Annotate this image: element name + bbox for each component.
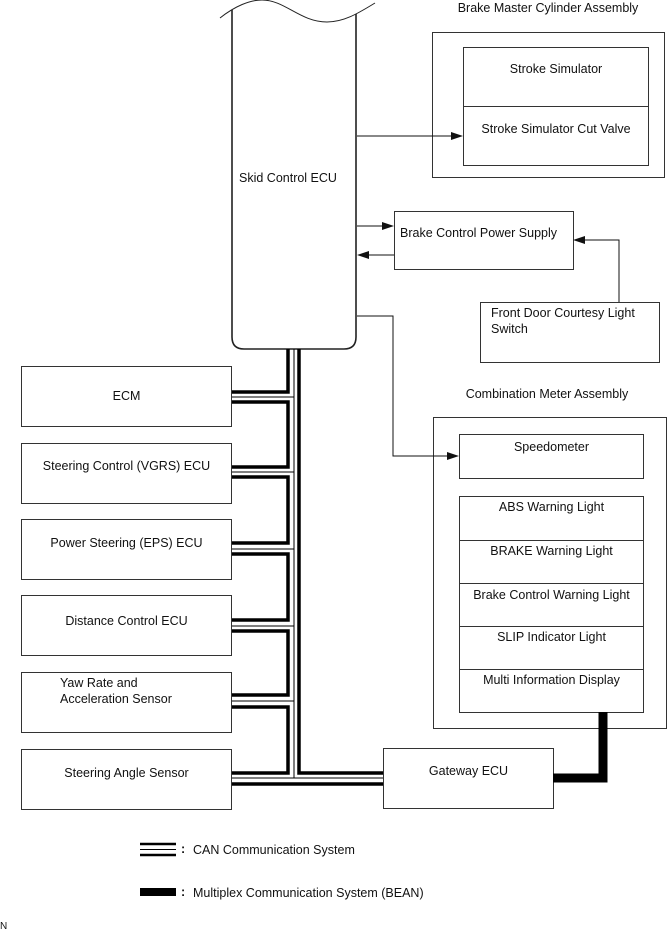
brake-control-warning-light-label: Brake Control Warning Light xyxy=(473,588,630,602)
gateway-ecu[interactable]: Gateway ECU xyxy=(383,748,554,809)
can-loop-distance-to-yaw xyxy=(232,629,290,697)
can-loop-ecm-to-vgrs xyxy=(232,400,290,469)
steering-angle-sensor[interactable]: Steering Angle Sensor xyxy=(21,749,232,810)
ecm-label: ECM xyxy=(112,389,141,403)
can-loop-vgrs-to-eps xyxy=(232,475,290,545)
stroke-simulator-label: Stroke Simulator xyxy=(509,62,603,76)
legend-multiplex-symbol xyxy=(140,888,176,896)
abs-warning-light[interactable]: ABS Warning Light xyxy=(460,497,643,541)
skid-control-ecu-break-line xyxy=(219,0,376,23)
brake-warning-light[interactable]: BRAKE Warning Light xyxy=(460,541,643,584)
arrowhead-left-icon xyxy=(357,251,369,259)
signal-line-door-switch-to-power-supply xyxy=(581,239,620,302)
steering-control-vgrs-ecu[interactable]: Steering Control (VGRS) ECU xyxy=(21,443,232,504)
legend-can-separator: : xyxy=(181,842,186,856)
can-loop-ecu-to-ecm xyxy=(232,349,290,394)
slip-indicator-light[interactable]: SLIP Indicator Light xyxy=(460,627,643,670)
power-steering-eps-ecu[interactable]: Power Steering (EPS) ECU xyxy=(21,519,232,580)
stroke-simulator[interactable]: Stroke Simulator xyxy=(464,48,648,107)
brake-control-warning-light[interactable]: Brake Control Warning Light xyxy=(460,584,643,627)
arrowhead-left-icon xyxy=(573,236,585,244)
distance-control-ecu-label: Distance Control ECU xyxy=(65,614,188,628)
stroke-simulator-cut-valve[interactable]: Stroke Simulator Cut Valve xyxy=(464,107,648,164)
brake-master-cylinder-inner: Stroke Simulator Stroke Simulator Cut Va… xyxy=(463,47,649,166)
speedometer[interactable]: Speedometer xyxy=(459,434,644,479)
front-door-switch-label-line1: Front Door Courtesy Light xyxy=(491,306,635,320)
indicator-stack: ABS Warning Light BRAKE Warning Light Br… xyxy=(459,496,644,713)
yaw-rate-acceleration-sensor[interactable]: Yaw Rate and Acceleration Sensor xyxy=(21,672,232,733)
footer-code: N xyxy=(0,921,8,932)
legend-can-label: CAN Communication System xyxy=(193,843,355,857)
speedometer-label: Speedometer xyxy=(513,440,590,454)
legend-can-symbol xyxy=(140,842,176,857)
distance-control-ecu[interactable]: Distance Control ECU xyxy=(21,595,232,656)
legend-multiplex-label: Multiplex Communication System (BEAN) xyxy=(193,886,424,900)
brake-control-power-supply[interactable]: Brake Control Power Supply xyxy=(394,211,574,270)
abs-warning-light-label: ABS Warning Light xyxy=(498,500,605,514)
can-loop-yaw-to-steering-angle xyxy=(232,705,290,775)
yaw-rate-sensor-label-line1: Yaw Rate and xyxy=(60,676,138,690)
steering-angle-sensor-label: Steering Angle Sensor xyxy=(64,766,189,780)
gateway-ecu-label: Gateway ECU xyxy=(428,764,509,778)
front-door-courtesy-light-switch[interactable]: Front Door Courtesy Light Switch xyxy=(480,302,660,363)
multi-information-display-label: Multi Information Display xyxy=(483,673,620,687)
steering-control-vgrs-ecu-label: Steering Control (VGRS) ECU xyxy=(42,459,211,473)
can-bus-trunk-right xyxy=(297,349,383,775)
arrowhead-right-icon xyxy=(382,222,394,230)
power-steering-eps-ecu-label: Power Steering (EPS) ECU xyxy=(50,536,203,550)
skid-control-ecu-label: Skid Control ECU xyxy=(239,171,337,185)
brake-master-cylinder-assembly[interactable]: Stroke Simulator Stroke Simulator Cut Va… xyxy=(432,32,665,178)
multi-information-display[interactable]: Multi Information Display xyxy=(460,670,643,711)
legend-multiplex-separator: : xyxy=(181,885,186,899)
stroke-simulator-cut-valve-label: Stroke Simulator Cut Valve xyxy=(481,122,631,136)
ecm-module[interactable]: ECM xyxy=(21,366,232,427)
can-loop-eps-to-distance xyxy=(232,552,290,622)
brake-control-power-supply-label: Brake Control Power Supply xyxy=(400,226,558,240)
brake-master-cylinder-title: Brake Master Cylinder Assembly xyxy=(457,1,639,15)
combination-meter-title: Combination Meter Assembly xyxy=(465,387,629,401)
yaw-rate-sensor-label-line2: Acceleration Sensor xyxy=(60,692,172,706)
brake-warning-light-label: BRAKE Warning Light xyxy=(490,544,613,558)
front-door-switch-label-line2: Switch xyxy=(491,322,528,336)
slip-indicator-light-label: SLIP Indicator Light xyxy=(497,630,606,644)
